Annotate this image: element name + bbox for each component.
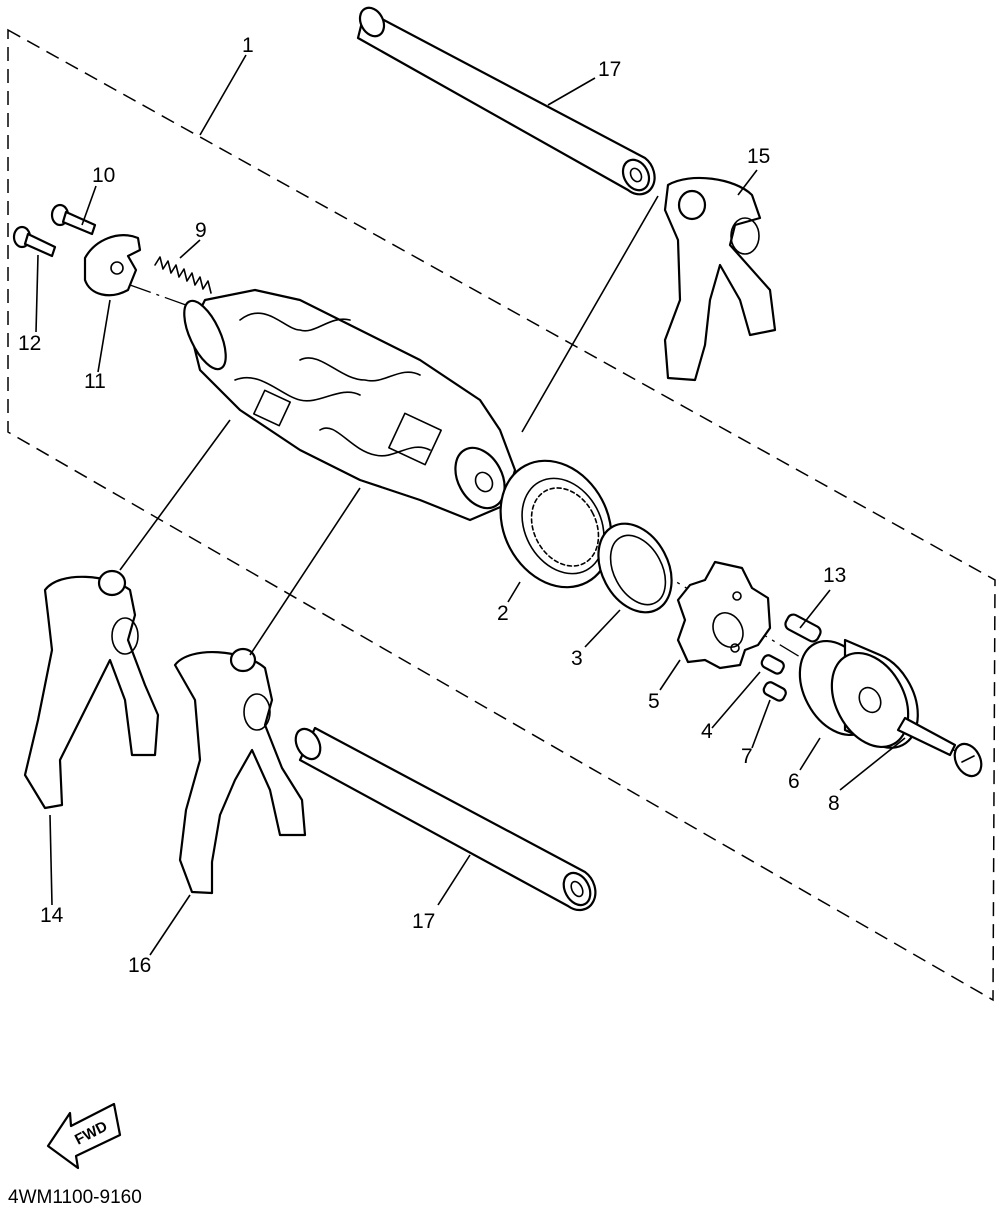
callout-15: 15 [747, 145, 770, 168]
leader-lines [35, 54, 906, 956]
callout-6: 6 [788, 770, 800, 793]
callout-4: 4 [701, 720, 713, 743]
assembly-boundary [7, 28, 996, 1002]
shift-drum [183, 288, 517, 522]
callout-5: 5 [648, 690, 660, 713]
bearing [499, 459, 613, 589]
callout-12: 12 [18, 332, 41, 355]
bolt-12 [12, 225, 57, 258]
callout-16: 16 [128, 954, 151, 977]
callout-11: 11 [84, 370, 106, 393]
callout-17-top: 17 [598, 58, 621, 81]
segment-plate [676, 560, 772, 670]
callout-8: 8 [828, 792, 840, 815]
callout-13: 13 [823, 564, 846, 587]
callout-2: 2 [497, 602, 509, 625]
fwd-arrow-icon: FWD [46, 1102, 122, 1170]
shift-fork-14 [23, 569, 160, 810]
segment-drum [798, 638, 919, 749]
bolt-10 [50, 203, 97, 236]
shift-fork-16 [173, 647, 307, 895]
fork-guide-bar-bottom [294, 726, 597, 912]
callout-10: 10 [92, 164, 115, 187]
callout-3: 3 [571, 647, 583, 670]
callout-1: 1 [242, 34, 254, 57]
callout-7: 7 [741, 745, 753, 768]
shift-fork-15 [663, 176, 777, 382]
stopper-lever [83, 234, 142, 297]
callout-14: 14 [40, 904, 64, 927]
dowel-pin-7 [762, 681, 787, 702]
dowel-pin-13 [784, 613, 822, 643]
diagram-code: 4WM1100-9160 [8, 1187, 142, 1208]
circlip [597, 522, 673, 614]
dowel-pin-4 [760, 654, 785, 675]
spring [154, 256, 212, 294]
screw [896, 716, 983, 778]
center-line [129, 284, 201, 311]
callout-17-bottom: 17 [412, 910, 435, 933]
fork-guide-bar-top [356, 6, 656, 196]
callout-9: 9 [195, 219, 207, 242]
